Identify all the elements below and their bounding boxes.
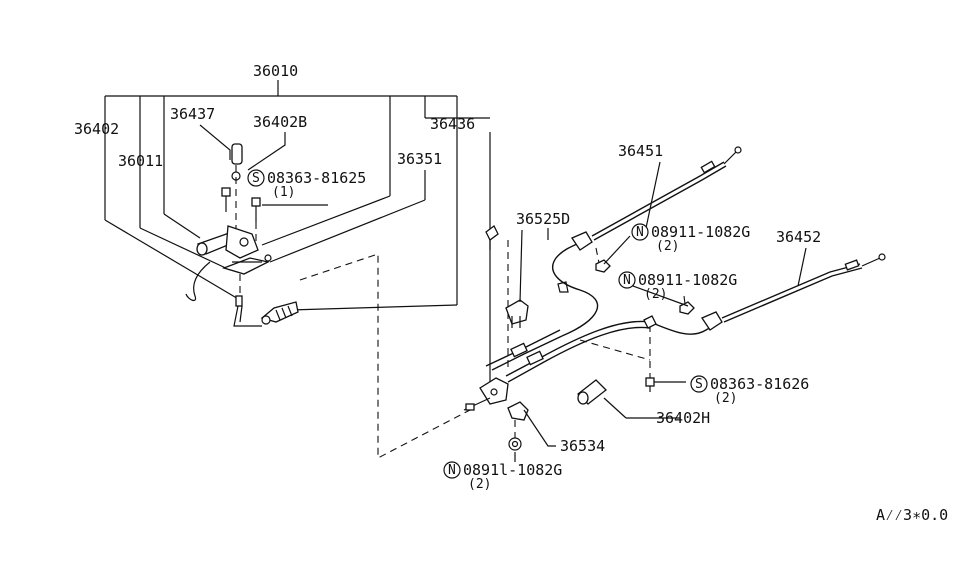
label-36525D: 36525D: [516, 210, 570, 228]
fastener-3-number: 08911-1082G: [638, 271, 737, 289]
dashed-reference-lines: [299, 240, 687, 459]
diagram-code: A⁄⁄3∗0.0: [876, 506, 948, 524]
fastener-3-prefix: N: [623, 273, 631, 288]
label-36534: 36534: [560, 437, 605, 455]
brake-lever-assembly: [185, 143, 299, 327]
fastener-2-number: 08911-1082G: [651, 223, 750, 241]
rear-cable-36452: [505, 253, 886, 392]
label-36436: 36436: [430, 115, 475, 133]
label-36452: 36452: [776, 228, 821, 246]
grommet-36402H: [577, 379, 607, 405]
fastener-5-qty: (2): [468, 477, 491, 492]
equalizer-bracket: [463, 225, 529, 451]
fastener-2-prefix: N: [636, 225, 644, 240]
rear-cable-36451: [485, 146, 742, 371]
label-36402: 36402: [74, 120, 119, 138]
fastener-symbols: [247, 169, 708, 479]
fastener-4-number: 08363-81626: [710, 375, 809, 393]
fastener-1-prefix: S: [252, 171, 260, 186]
fastener-4-qty: (2): [714, 391, 737, 406]
n-symbol-circle-2: [618, 271, 636, 289]
label-36010: 36010: [253, 62, 298, 80]
fastener-1-qty: (1): [272, 185, 295, 200]
fastener-2-qty: (2): [656, 239, 679, 254]
s-symbol-circle-1: [247, 169, 265, 187]
leaders-left-cluster: [104, 124, 458, 311]
group-bracket-36010: [104, 80, 491, 385]
label-36351: 36351: [397, 150, 442, 168]
n-symbol-circle-3: [443, 461, 461, 479]
fastener-4-prefix: S: [695, 377, 703, 392]
label-36451: 36451: [618, 142, 663, 160]
n-symbol-circle-1: [631, 223, 649, 241]
label-36402H: 36402H: [656, 409, 710, 427]
label-36011: 36011: [118, 152, 163, 170]
fastener-5-prefix: N: [448, 463, 456, 478]
s-symbol-circle-2: [690, 375, 708, 393]
fastener-3-qty: (2): [644, 287, 667, 302]
fastener-5-number: 0891l-1082G: [463, 461, 562, 479]
label-36402B: 36402B: [253, 113, 307, 131]
label-36437: 36437: [170, 105, 215, 123]
fastener-1-number: 08363-81625: [267, 169, 366, 187]
